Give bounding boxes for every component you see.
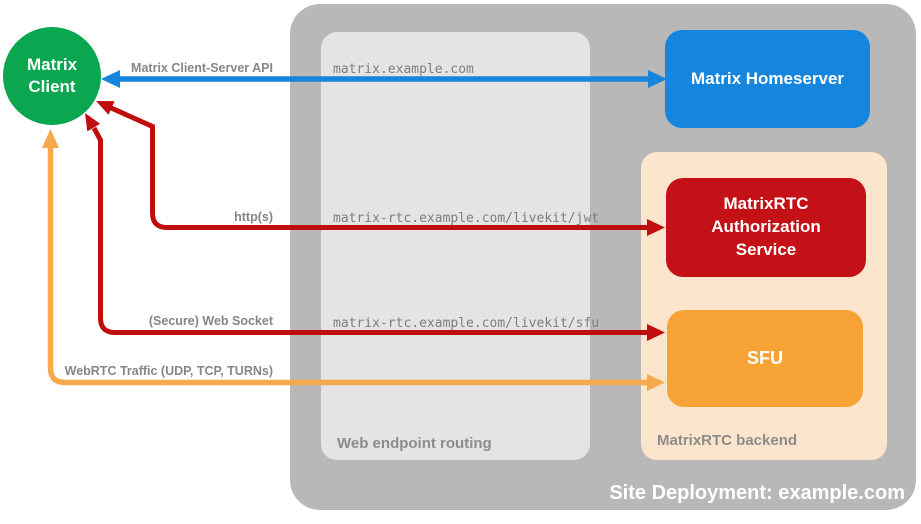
arrow-label-webrtc: WebRTC Traffic (UDP, TCP, TURNs): [64, 364, 273, 378]
endpoint-matrix-example-com: matrix.example.com: [333, 62, 474, 77]
matrixrtc-authorization-service-node: MatrixRTC Authorization Service: [666, 178, 866, 277]
matrix-homeserver-node: Matrix Homeserver: [665, 30, 870, 128]
endpoint-livekit-sfu: matrix-rtc.example.com/livekit/sfu: [333, 316, 600, 331]
arrow-label-websocket: (Secure) Web Socket: [148, 314, 273, 328]
sfu-node: SFU: [667, 310, 863, 407]
arrow-label-https: http(s): [234, 210, 273, 224]
web-endpoint-routing-caption: Web endpoint routing: [337, 435, 492, 452]
matrix-client-label: Matrix Client: [26, 54, 78, 96]
matrix-client-node: Matrix Client: [3, 27, 101, 125]
web-endpoint-routing-container: [321, 32, 590, 460]
matrixrtc-authorization-service-label: MatrixRTC Authorization Service: [711, 194, 821, 259]
endpoint-livekit-jwt: matrix-rtc.example.com/livekit/jwt: [333, 211, 600, 226]
diagram-title: Site Deployment: example.com: [609, 482, 905, 504]
sfu-label: SFU: [747, 348, 783, 368]
matrix-homeserver-label: Matrix Homeserver: [690, 69, 845, 88]
matrixrtc-backend-caption: MatrixRTC backend: [657, 432, 798, 449]
arrow-label-client-server-api: Matrix Client-Server API: [131, 61, 273, 75]
